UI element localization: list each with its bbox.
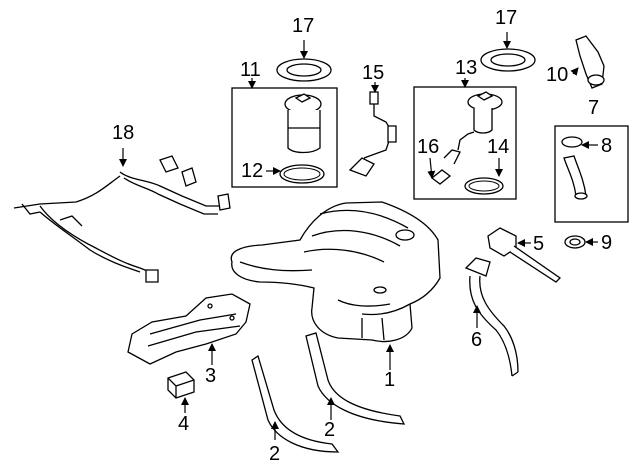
callout-4: 4 bbox=[178, 413, 190, 435]
callout-6: 6 bbox=[471, 329, 483, 351]
callout-11: 11 bbox=[240, 59, 261, 81]
fuel-tank bbox=[230, 201, 441, 343]
lock-ring-left bbox=[276, 58, 332, 82]
callout-8: 8 bbox=[601, 135, 613, 157]
filler-pipe bbox=[464, 257, 519, 377]
callout-2: 2 bbox=[324, 419, 336, 441]
callout-15: 15 bbox=[362, 62, 385, 84]
callout-5: 5 bbox=[533, 233, 545, 255]
callout-1: 1 bbox=[384, 369, 396, 391]
vent-valve bbox=[575, 35, 605, 89]
callout-13: 13 bbox=[455, 57, 478, 79]
callout-14: 14 bbox=[487, 136, 510, 158]
heat-shield bbox=[127, 293, 251, 365]
fuel-level-sender bbox=[348, 91, 397, 177]
callout-2: 2 bbox=[269, 443, 281, 465]
callout-12: 12 bbox=[241, 160, 264, 182]
filler-cap bbox=[487, 227, 562, 283]
callout-arrows bbox=[119, 32, 598, 440]
callout-7: 7 bbox=[588, 97, 600, 119]
hose-clamp bbox=[564, 235, 586, 249]
callout-18: 18 bbox=[112, 122, 135, 144]
wiring-harness bbox=[13, 155, 231, 283]
callout-17: 17 bbox=[495, 7, 518, 29]
group-11-box bbox=[231, 87, 338, 188]
group-7-box bbox=[554, 125, 629, 223]
lock-ring-right bbox=[480, 48, 536, 72]
callout-3: 3 bbox=[205, 365, 217, 387]
callout-16: 16 bbox=[417, 136, 440, 158]
callout-9: 9 bbox=[601, 232, 613, 254]
callout-10: 10 bbox=[546, 64, 569, 86]
bracket bbox=[167, 371, 195, 399]
callout-17: 17 bbox=[292, 15, 315, 37]
